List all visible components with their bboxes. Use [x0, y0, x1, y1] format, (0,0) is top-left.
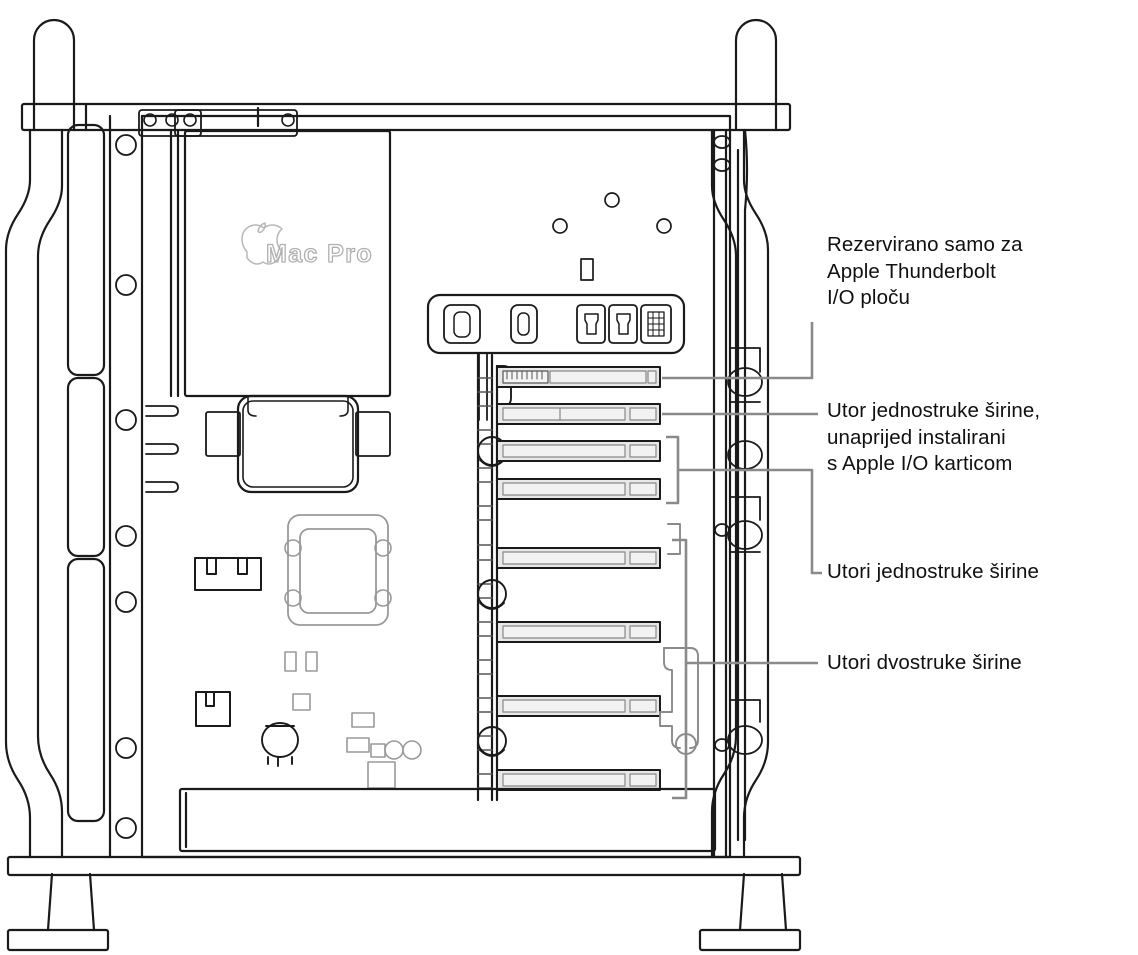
left-mounting-rail — [108, 114, 144, 859]
leader-lines — [662, 322, 822, 800]
logic-board-outline — [140, 114, 732, 859]
bottom-storage-panel — [178, 787, 717, 853]
usb-c-port — [510, 304, 538, 344]
board-chip-small-a — [284, 651, 297, 672]
pcie-cage-rail-notches — [477, 377, 493, 789]
callout-label-single-width-preinstalled: Utor jednostruke širine, unaprijed insta… — [827, 399, 1041, 475]
io-panel-cable — [478, 352, 488, 421]
board-chip-small-f — [370, 743, 386, 758]
hdmi-port-1 — [576, 304, 606, 344]
chassis-foot-left — [6, 872, 110, 952]
board-standoff-holes — [552, 192, 672, 234]
callout-label-single-width-slots: Utori jednostruke širine — [827, 560, 1040, 583]
rear-bracket-detail-segments — [729, 347, 761, 723]
leader-single-slots-run — [678, 468, 822, 575]
pcie-slot-1 — [496, 366, 661, 388]
board-chip-small-g — [367, 761, 396, 789]
callout-label-thunderbolt: Rezervirano samo za Apple Thunderbolt I/… — [827, 233, 1023, 309]
board-chip-near-io — [580, 258, 594, 281]
cpu-socket-frame — [284, 514, 392, 626]
pcie-slot-7 — [496, 695, 661, 717]
board-chip-small-c — [292, 693, 311, 711]
left-vent-panel-top — [66, 123, 106, 377]
rear-io-panel — [426, 293, 686, 355]
pcie-slot-4 — [496, 478, 661, 500]
board-capacitor — [261, 722, 299, 767]
board-connector-top — [194, 557, 262, 591]
hdmi-port-2 — [608, 304, 638, 344]
ethernet-port — [640, 304, 672, 344]
handle-right — [734, 18, 778, 132]
mac-pro-badge — [241, 222, 283, 265]
leader-double-slots — [672, 538, 688, 800]
mac-pro-wordmark-text: Mac Pro — [265, 239, 373, 268]
pcie-slot-3 — [496, 440, 661, 462]
svg-text:Mac Pro: Mac Pro — [266, 240, 373, 268]
board-edge-vent-slots — [145, 405, 179, 493]
board-round-component-a — [384, 740, 404, 760]
leader-single-slots — [666, 435, 680, 505]
chassis-left-outer-profile — [4, 128, 64, 859]
board-connector-bottom — [195, 691, 231, 727]
rear-vertical-bracket — [712, 128, 749, 859]
chassis-bottom-rail — [6, 855, 802, 877]
handle-left — [32, 18, 76, 132]
pcie-cage-latch-3 — [477, 726, 507, 757]
usb-a-port — [443, 304, 481, 344]
pcie-slot-8 — [496, 769, 661, 791]
pcie-slot-5 — [496, 547, 661, 569]
leader-thunderbolt — [662, 322, 814, 380]
left-vent-panel-bottom — [66, 557, 106, 823]
left-vent-panel-middle — [66, 376, 106, 558]
board-round-component-b — [402, 740, 422, 760]
chassis-right-outer-profile — [710, 128, 770, 859]
chassis-foot-right — [698, 872, 802, 952]
board-chip-small-e — [346, 737, 370, 753]
pcie-slot-6 — [496, 621, 661, 643]
board-chip-small-d — [351, 712, 375, 728]
board-chip-small-b — [305, 651, 318, 672]
callout-label-double-width-slots: Utori dvostruke širine — [827, 651, 1022, 674]
left-rail-screw-holes — [115, 134, 137, 839]
pcie-slot-2 — [496, 403, 661, 425]
psu-lower-connector — [205, 394, 391, 494]
pcie-cage-latch-2 — [477, 579, 507, 610]
